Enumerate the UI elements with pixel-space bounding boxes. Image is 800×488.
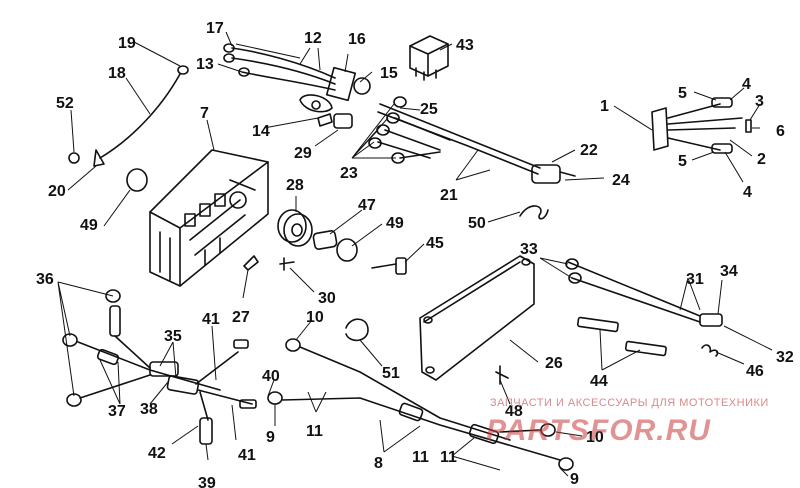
label-38: 38 — [140, 401, 158, 418]
watermark-caption: ЗАПЧАСТИ И АКСЕССУАРЫ ДЛЯ МОТОТЕХНИКИ — [490, 397, 769, 409]
label-49b: 49 — [386, 215, 404, 232]
label-2: 2 — [757, 151, 766, 168]
nut — [68, 152, 80, 164]
watermark: ЗАПЧАСТИ И АКСЕССУАРЫ ДЛЯ МОТОТЕХНИКИ PA… — [486, 397, 769, 447]
label-9a: 9 — [266, 429, 275, 446]
label-49a: 49 — [80, 217, 98, 234]
left-harness — [62, 289, 257, 445]
label-15: 15 — [380, 65, 398, 82]
label-34: 34 — [720, 263, 738, 280]
label-17: 17 — [206, 20, 224, 37]
label-51: 51 — [382, 365, 400, 382]
label-41a: 41 — [202, 311, 220, 328]
label-42: 42 — [148, 445, 166, 462]
sleeve-44b — [624, 340, 667, 357]
label-43: 43 — [456, 37, 474, 54]
label-3: 3 — [755, 93, 764, 110]
label-40: 40 — [262, 368, 280, 385]
label-22: 22 — [580, 142, 598, 159]
label-11c: 11 — [440, 449, 457, 466]
label-14: 14 — [252, 123, 270, 140]
screw-48 — [495, 365, 509, 385]
label-19: 19 — [118, 35, 136, 52]
part-drawings — [62, 35, 752, 471]
label-48: 48 — [505, 403, 523, 420]
label-45: 45 — [426, 235, 444, 252]
label-10b: 10 — [586, 429, 604, 446]
hose-clamp — [345, 318, 369, 342]
label-30: 30 — [318, 290, 336, 307]
label-52: 52 — [56, 95, 74, 112]
label-26: 26 — [545, 355, 563, 372]
connector-plug — [651, 97, 752, 154]
label-39: 39 — [198, 475, 216, 488]
grommet — [333, 113, 353, 129]
leader-lines — [57, 31, 773, 477]
label-27: 27 — [232, 309, 250, 326]
label-41b: 41 — [238, 447, 256, 464]
spring-clip — [519, 205, 549, 220]
label-44: 44 — [590, 373, 608, 390]
label-47: 47 — [358, 197, 376, 214]
washer-right — [336, 238, 358, 262]
small-connector — [317, 113, 333, 127]
label-50: 50 — [468, 215, 486, 232]
label-29: 29 — [294, 145, 312, 162]
watermark-logo: PARTSFOR.RU — [486, 414, 711, 447]
label-7: 7 — [200, 105, 209, 122]
module-plate — [419, 255, 535, 381]
label-18: 18 — [108, 65, 126, 82]
label-35: 35 — [164, 328, 182, 345]
relay — [409, 35, 449, 81]
ground-wire — [93, 65, 189, 167]
label-28: 28 — [286, 177, 304, 194]
harness-top — [223, 43, 371, 113]
label-36: 36 — [36, 271, 54, 288]
label-11a: 11 — [306, 423, 323, 440]
part-labels: 1 2 3 4 4 5 5 6 7 8 9 9 10 10 11 11 11 1… — [36, 20, 794, 488]
label-9b: 9 — [570, 471, 579, 488]
label-8: 8 — [374, 455, 383, 472]
label-4a: 4 — [742, 76, 751, 93]
label-37: 37 — [108, 403, 126, 420]
label-5a: 5 — [678, 85, 687, 102]
label-24: 24 — [612, 172, 630, 189]
power-pack-box — [149, 149, 269, 287]
label-25: 25 — [420, 101, 438, 118]
label-31: 31 — [686, 271, 704, 288]
screw-30 — [279, 257, 295, 271]
label-13: 13 — [196, 56, 214, 73]
label-10a: 10 — [306, 309, 324, 326]
bolt — [371, 257, 407, 275]
label-11b: 11 — [412, 449, 429, 466]
sleeve-44a — [576, 316, 619, 333]
label-5b: 5 — [678, 153, 687, 170]
screw-27 — [243, 255, 259, 271]
harness-right — [368, 96, 576, 184]
label-23: 23 — [340, 165, 358, 182]
label-6: 6 — [776, 123, 785, 140]
label-32: 32 — [776, 349, 794, 366]
label-46: 46 — [746, 363, 764, 380]
label-16: 16 — [348, 31, 366, 48]
label-20: 20 — [48, 183, 66, 200]
label-12: 12 — [304, 30, 322, 47]
label-1: 1 — [600, 98, 609, 115]
sleeve — [312, 230, 338, 250]
sensor-wires — [565, 258, 723, 327]
washer-left — [126, 168, 148, 192]
battery-cables — [267, 338, 574, 471]
rubber-mount — [277, 209, 313, 247]
label-4b: 4 — [743, 184, 752, 201]
label-21: 21 — [440, 187, 458, 204]
label-33: 33 — [520, 241, 538, 258]
clip-46 — [701, 344, 719, 357]
